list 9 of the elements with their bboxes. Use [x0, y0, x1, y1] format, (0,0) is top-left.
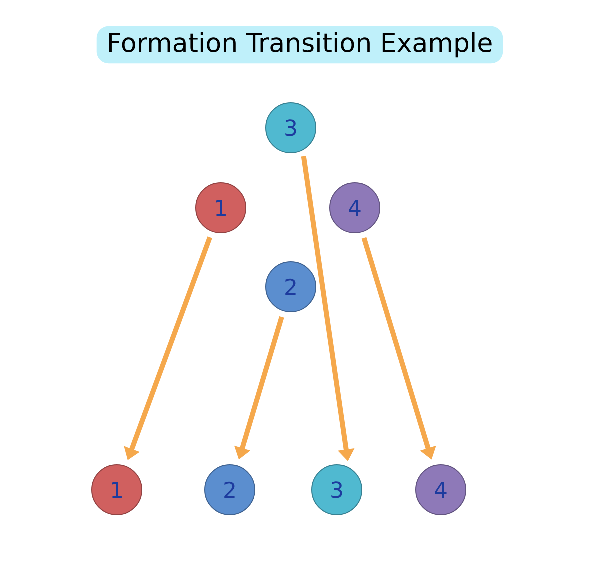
- circle-node: 3: [312, 464, 362, 516]
- circle-node: 4: [416, 464, 466, 516]
- circle-node: 4: [330, 182, 380, 234]
- circle-node: 1: [196, 182, 246, 234]
- circle-node: 3: [266, 102, 316, 154]
- title: Formation Transition Example: [96, 26, 504, 64]
- circle-node: 2: [266, 262, 316, 312]
- circle-node: 1: [92, 464, 142, 516]
- circle-node: 2: [204, 464, 256, 516]
